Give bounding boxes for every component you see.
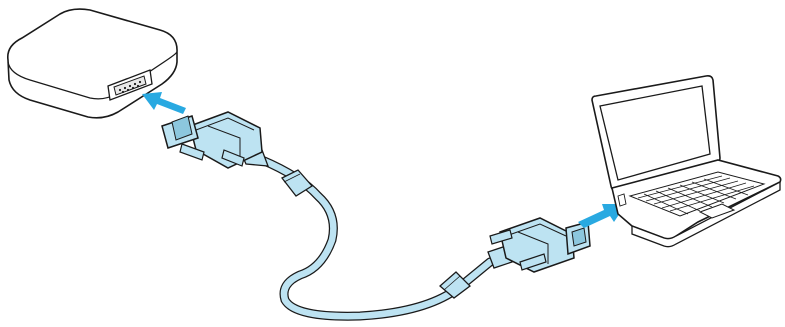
serial-cable-icon xyxy=(262,160,490,316)
laptop-icon xyxy=(592,76,781,247)
insert-arrow-icon xyxy=(142,92,186,114)
db9-connector-icon xyxy=(162,112,268,168)
db9-connector-icon xyxy=(488,218,590,272)
